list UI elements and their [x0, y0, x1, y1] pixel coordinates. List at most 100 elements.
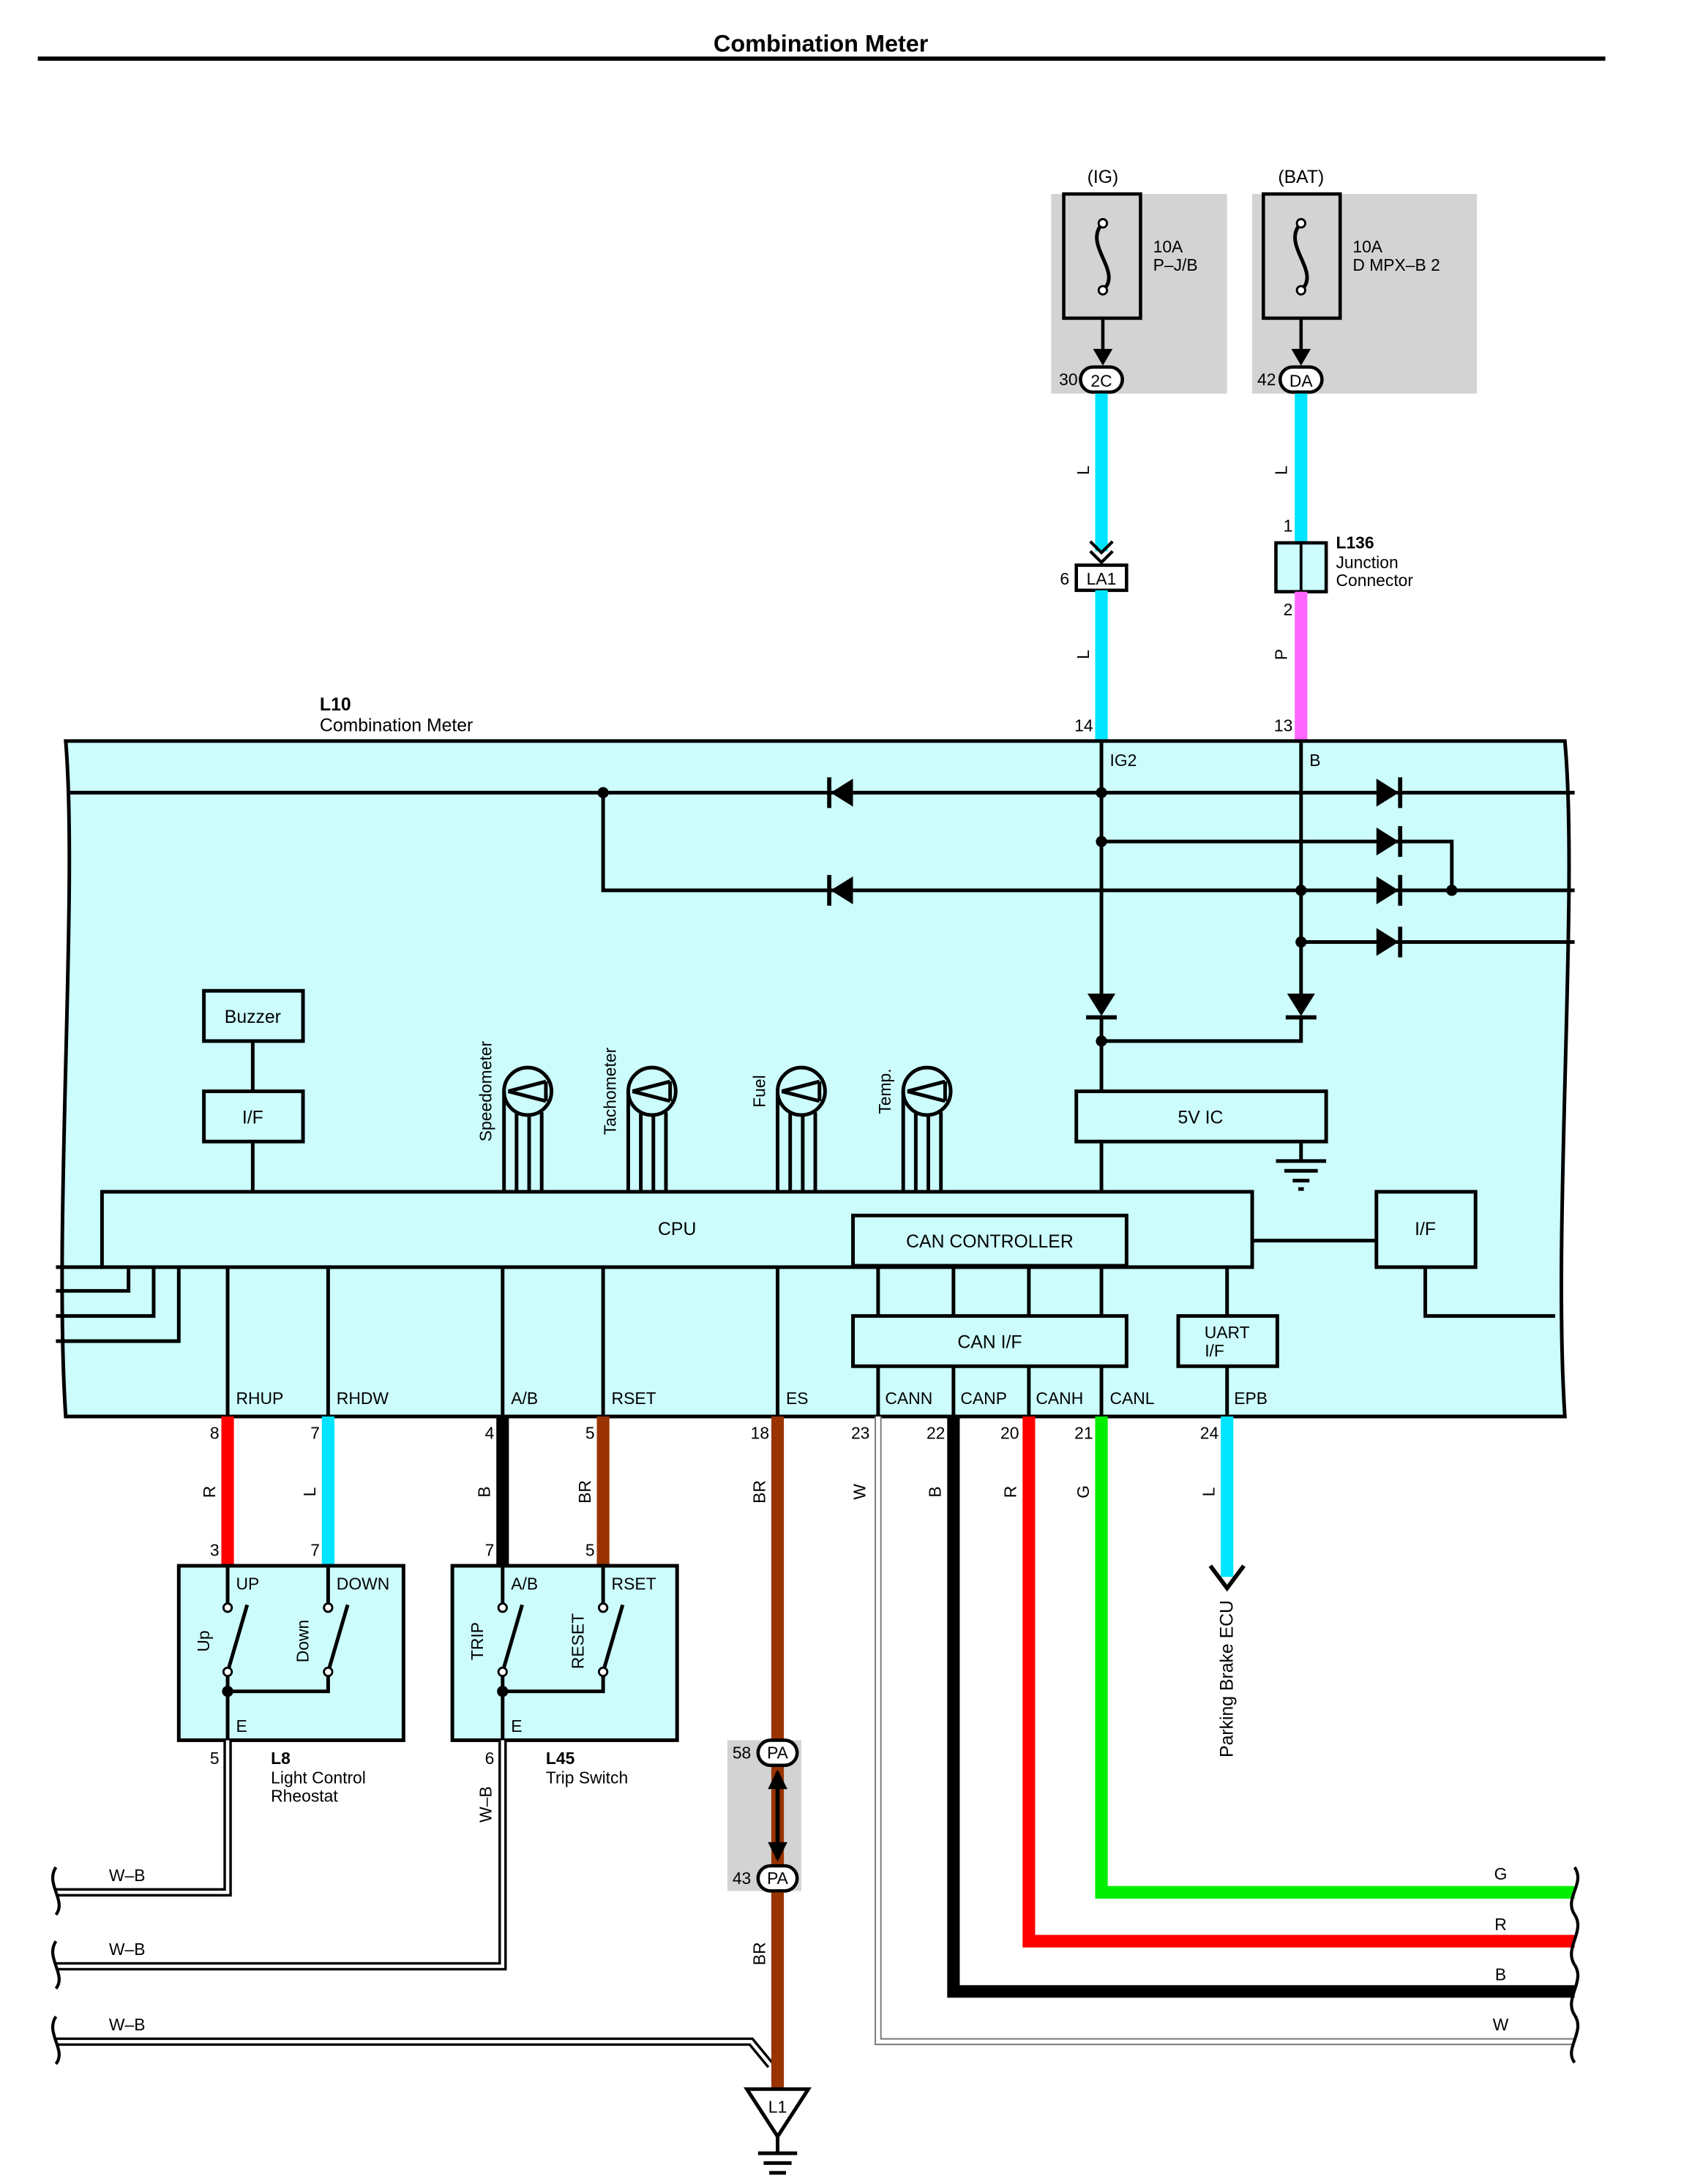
- wire-b-lower-label: P: [1272, 649, 1291, 660]
- can-controller-to-if: [876, 1265, 1104, 1316]
- fuse-bat-rating: 10A: [1352, 237, 1382, 256]
- power-circuit: [70, 740, 1575, 1092]
- fuse-bat-supply: (BAT): [1278, 168, 1324, 187]
- l8-label-e: E: [236, 1716, 247, 1735]
- l45-contact: [597, 1666, 609, 1678]
- cpu-left-leads: [56, 1265, 181, 1343]
- gauge-tachometer: Tachometer: [600, 1047, 678, 1192]
- wire-rset-color: BR: [575, 1480, 594, 1504]
- connector-da-label: DA: [1289, 371, 1314, 390]
- right-wire-r: R: [1494, 1915, 1507, 1934]
- l8-contact: [222, 1602, 233, 1613]
- wire-ig-upper-label: L: [1074, 465, 1093, 475]
- gauge-speedometer: Speedometer: [476, 1040, 554, 1192]
- ground-wire-l45-inner: [56, 1740, 505, 1968]
- la1-mating-mark: [1089, 540, 1114, 565]
- wire-canp-color: B: [926, 1486, 945, 1497]
- l45-contact: [497, 1602, 508, 1613]
- l45-label-e: E: [511, 1716, 522, 1735]
- wire-cann-core: [876, 1416, 1575, 2044]
- terminal-label-rset: RSET: [612, 1389, 656, 1408]
- connector-2c: [1079, 365, 1124, 394]
- l45-junction: [497, 1686, 509, 1697]
- meter-name: Combination Meter: [320, 716, 473, 735]
- pa-pin-bottom: 43: [733, 1869, 751, 1888]
- connector-l136-pin-top: 1: [1284, 517, 1293, 536]
- page-title: Combination Meter: [714, 31, 929, 57]
- fuse-ig-arrow: [1093, 348, 1113, 366]
- gauge-temp-label: Temp.: [875, 1068, 894, 1114]
- meter-label-ig2: IG2: [1109, 751, 1137, 770]
- l8-sw-down: Down: [293, 1620, 312, 1662]
- gauge-tachometer-leads: [626, 1091, 668, 1192]
- wire-cann-color: W: [850, 1484, 869, 1500]
- gauge-tachometer-label: Tachometer: [600, 1047, 619, 1135]
- gauge-speedometer-leads: [502, 1091, 544, 1192]
- connector-la1: [1074, 563, 1128, 593]
- if-left-label: I/F: [242, 1108, 263, 1127]
- wire-canl-color: G: [1074, 1485, 1093, 1498]
- fuse-ig-rating: 10A: [1153, 237, 1183, 256]
- junction-dot: [1096, 787, 1107, 799]
- fuse-bat-terminal-bottom: [1295, 285, 1306, 296]
- meter-pin-b: 13: [1274, 716, 1292, 735]
- ground-wire-es-outer: [56, 2037, 774, 2068]
- l8-name1: Light Control: [271, 1768, 366, 1787]
- wire-rhdw-color: L: [300, 1487, 319, 1497]
- can-controller-label: CAN CONTROLLER: [906, 1232, 1074, 1252]
- ground-wire-label-1: W–B: [109, 1866, 146, 1885]
- gauge-fuel-label: Fuel: [749, 1075, 768, 1107]
- l8-contact: [323, 1602, 334, 1613]
- fuse-ig-supply: (IG): [1088, 168, 1119, 187]
- uart-label-1: UART: [1205, 1323, 1250, 1342]
- can-if-to-pins: [876, 1366, 1104, 1416]
- terminal-label-cann: CANN: [885, 1389, 932, 1408]
- gauge-temp-needle: [907, 1079, 947, 1103]
- l45-contact: [497, 1666, 508, 1678]
- l8-contact: [323, 1666, 334, 1678]
- l45-pin-ab: 7: [485, 1541, 495, 1560]
- pa-top-label: PA: [767, 1743, 789, 1762]
- right-wire-g: G: [1494, 1864, 1508, 1883]
- left-break-mark: [50, 1866, 61, 2065]
- l8-contact: [222, 1666, 233, 1678]
- ic-5v-label: 5V IC: [1178, 1108, 1223, 1127]
- gauge-temp: Temp.: [875, 1065, 953, 1192]
- gauge-speedometer-needle: [507, 1079, 548, 1103]
- wire-b-upper-label: L: [1272, 465, 1291, 475]
- right-break-mark: [1570, 1866, 1580, 2064]
- fuse-bat-panel: [1252, 194, 1478, 394]
- diode-left-lower: [827, 874, 853, 906]
- connector-da: [1278, 365, 1324, 394]
- l45-label-rset: RSET: [612, 1574, 656, 1593]
- fuse-ig-pin: 30: [1059, 369, 1077, 389]
- diode-right-4: [1376, 926, 1403, 958]
- fuse-ig-element: [1095, 222, 1111, 292]
- fuse-bat-pin: 42: [1257, 369, 1276, 389]
- wire-canl: [1095, 1416, 1575, 1899]
- junction-dot: [1295, 885, 1307, 896]
- fuse-ig-terminal-bottom: [1097, 285, 1109, 296]
- terminal-label-ab: A/B: [511, 1389, 538, 1408]
- l8-pin-up: 3: [210, 1541, 220, 1560]
- l8-body: [176, 1564, 405, 1742]
- terminal-label-canl: CANL: [1109, 1389, 1154, 1408]
- terminal-pin-24: 24: [1200, 1423, 1219, 1442]
- cpu-label: CPU: [658, 1220, 696, 1239]
- connector-l136-name1: Junction: [1336, 552, 1398, 571]
- l45-internal: [501, 1566, 625, 1741]
- wire-epb-color: L: [1199, 1487, 1219, 1497]
- fuse-bat-arrow: [1291, 348, 1311, 366]
- l8-switch: 3 7 UP DOWN E Up Down 5 L8 Light Control…: [176, 1541, 405, 1805]
- terminal-pin-20: 20: [1000, 1423, 1019, 1442]
- l45-pin-rset: 5: [585, 1541, 595, 1560]
- l8-label-up: UP: [236, 1574, 259, 1593]
- terminal-label-rhdw: RHDW: [337, 1389, 389, 1408]
- wire-rhup-color: R: [200, 1486, 219, 1498]
- fuse-ig: (IG) 10A P–J/B 30 2C: [1051, 168, 1227, 394]
- junction-dot: [1096, 836, 1107, 847]
- pa-bottom-label: PA: [767, 1869, 789, 1888]
- fuse-bat-terminal-top: [1295, 218, 1306, 229]
- meter-label-b: B: [1309, 751, 1320, 770]
- connector-la1-label: LA1: [1087, 569, 1117, 588]
